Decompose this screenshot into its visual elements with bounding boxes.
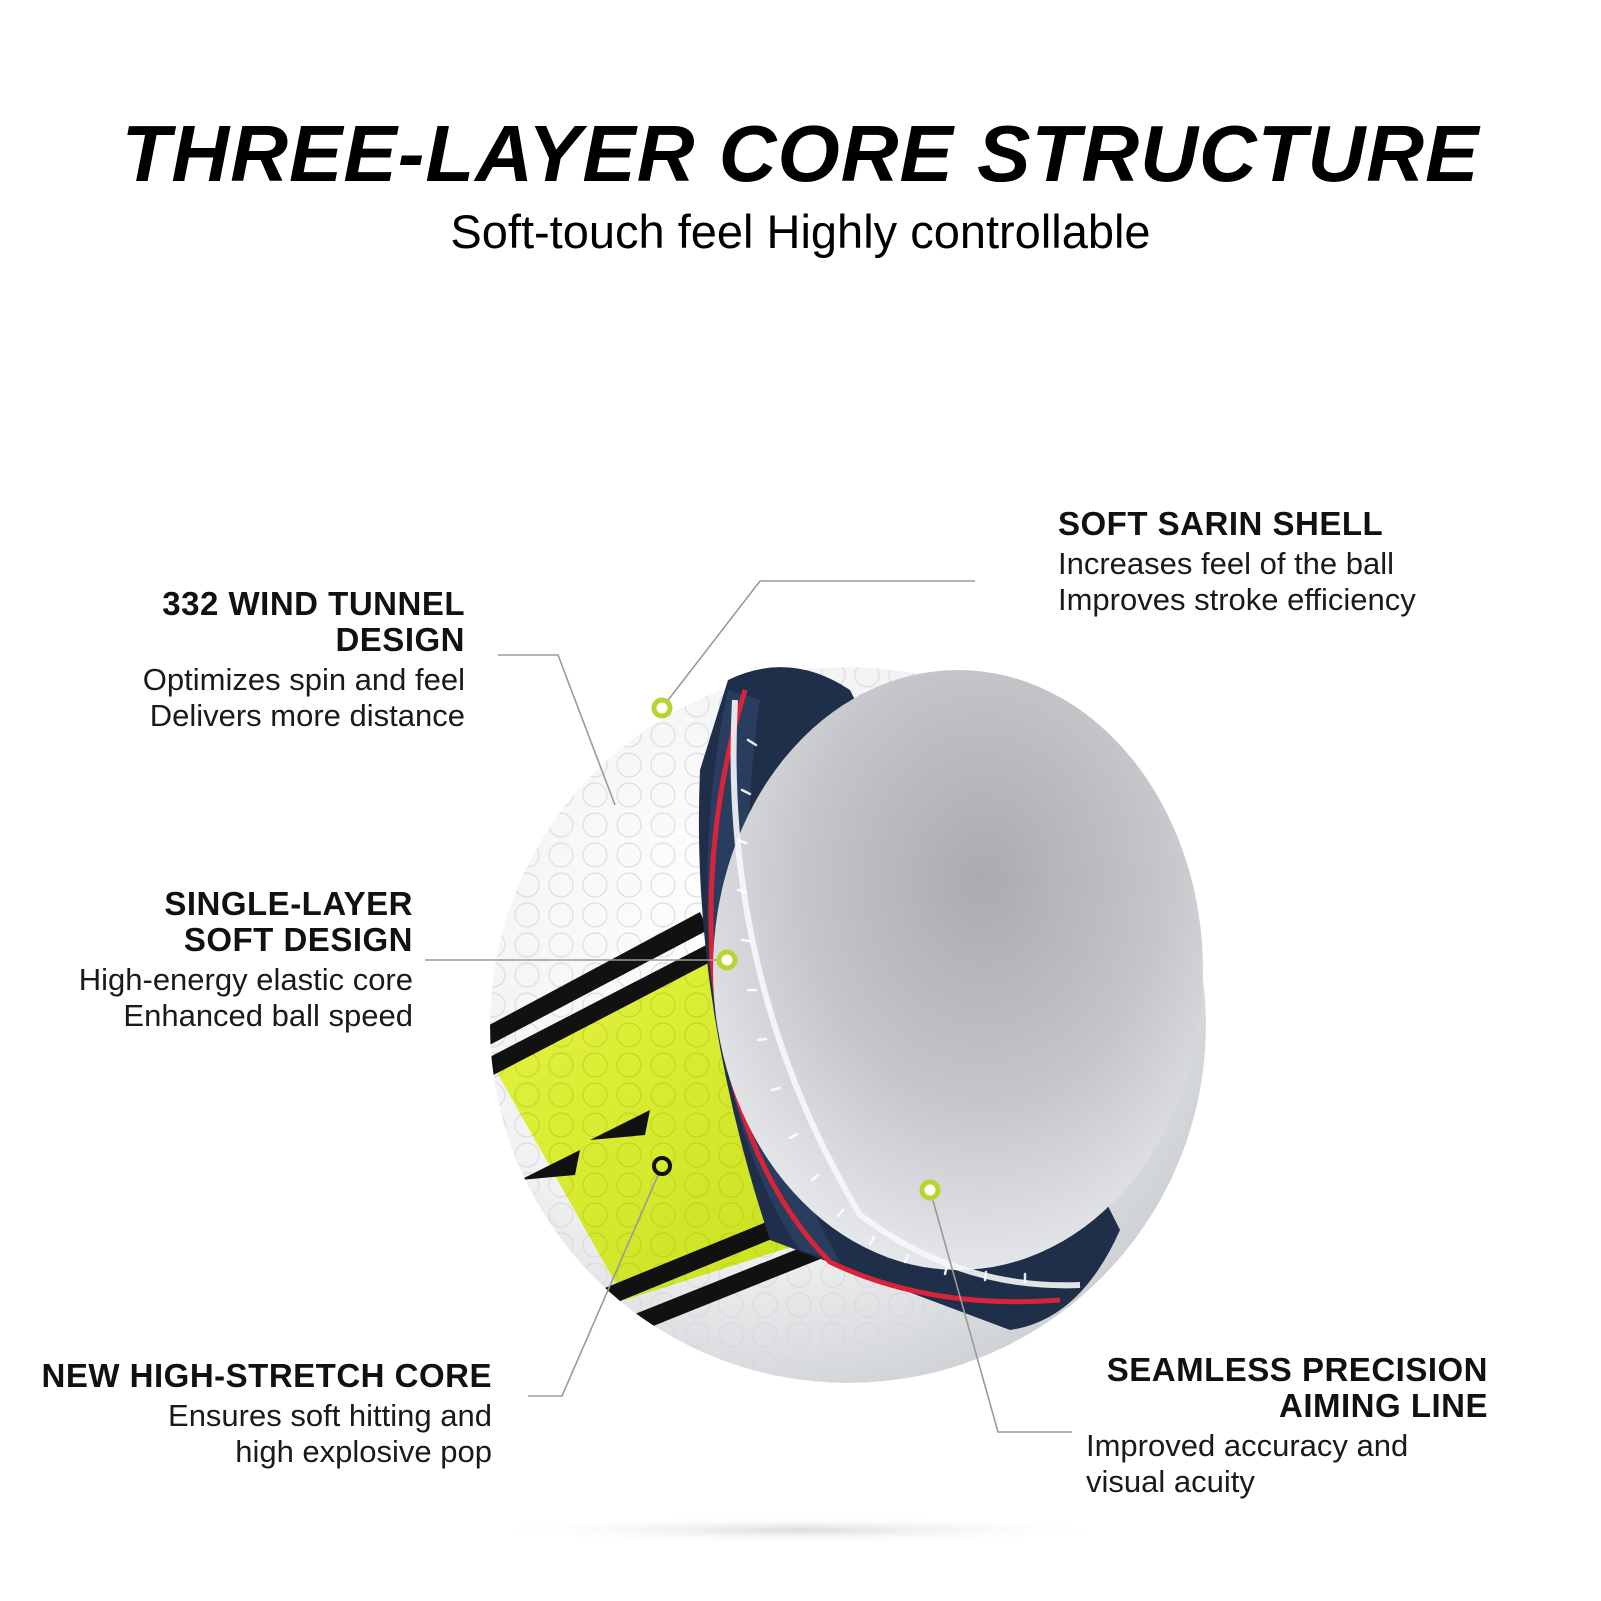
leader-lines [425, 580, 1072, 1433]
callout-description: Ensures soft hitting and high explosive … [168, 1398, 492, 1469]
ball-shadow [480, 1516, 1120, 1544]
dot-aiming [919, 1179, 941, 1201]
page-subtitle: Soft-touch feel Highly controllable [450, 205, 1151, 258]
callout-title: SINGLE-LAYER SOFT DESIGN [164, 885, 413, 958]
aiming-arrow [590, 1110, 650, 1140]
callout-title: 332 WIND TUNNEL DESIGN [162, 585, 465, 658]
leader-line-shell [661, 580, 975, 709]
callout-dots [651, 697, 941, 1201]
band-stripe [490, 942, 718, 1082]
callout-shell: SOFT SARIN SHELL Increases feel of the b… [1058, 506, 1528, 618]
leader-line-wind-tunnel [498, 654, 616, 806]
callout-title: SOFT SARIN SHELL [1058, 505, 1384, 542]
dot-core [652, 1156, 672, 1176]
dot-single-layer [716, 949, 738, 971]
callout-title: NEW HIGH-STRETCH CORE [41, 1357, 492, 1394]
leader-line-core [528, 1165, 663, 1397]
leader-line-aiming [929, 1189, 1072, 1433]
callout-description: Improved accuracy and visual acuity [1086, 1428, 1409, 1499]
callout-description: Increases feel of the ball Improves stro… [1058, 546, 1416, 617]
mantle-red-ring [708, 689, 1061, 1305]
callout-description: High-energy elastic core Enhanced ball s… [78, 962, 413, 1033]
callout-single-layer: SINGLE-LAYER SOFT DESIGN High-energy ela… [20, 886, 413, 1034]
callout-core: NEW HIGH-STRETCH CORE Ensures soft hitti… [10, 1357, 493, 1470]
band-stripe [490, 912, 708, 1050]
core-tick-marks [736, 738, 1027, 1284]
aiming-arrow [520, 1150, 580, 1180]
page-title: THREE-LAYER CORE STRUCTURE [121, 109, 1480, 198]
callout-aiming: SEAMLESS PRECISION AIMING LINE Improved … [1086, 1352, 1488, 1500]
dot-shell [651, 697, 673, 719]
band-stripe [620, 1232, 848, 1336]
callout-description: Optimizes spin and feel Delivers more di… [142, 662, 465, 733]
callout-title: SEAMLESS PRECISION AIMING LINE [1106, 1351, 1488, 1424]
callout-wind-tunnel: 332 WIND TUNNEL DESIGN Optimizes spin an… [60, 586, 465, 734]
inner-core [713, 670, 1203, 1270]
